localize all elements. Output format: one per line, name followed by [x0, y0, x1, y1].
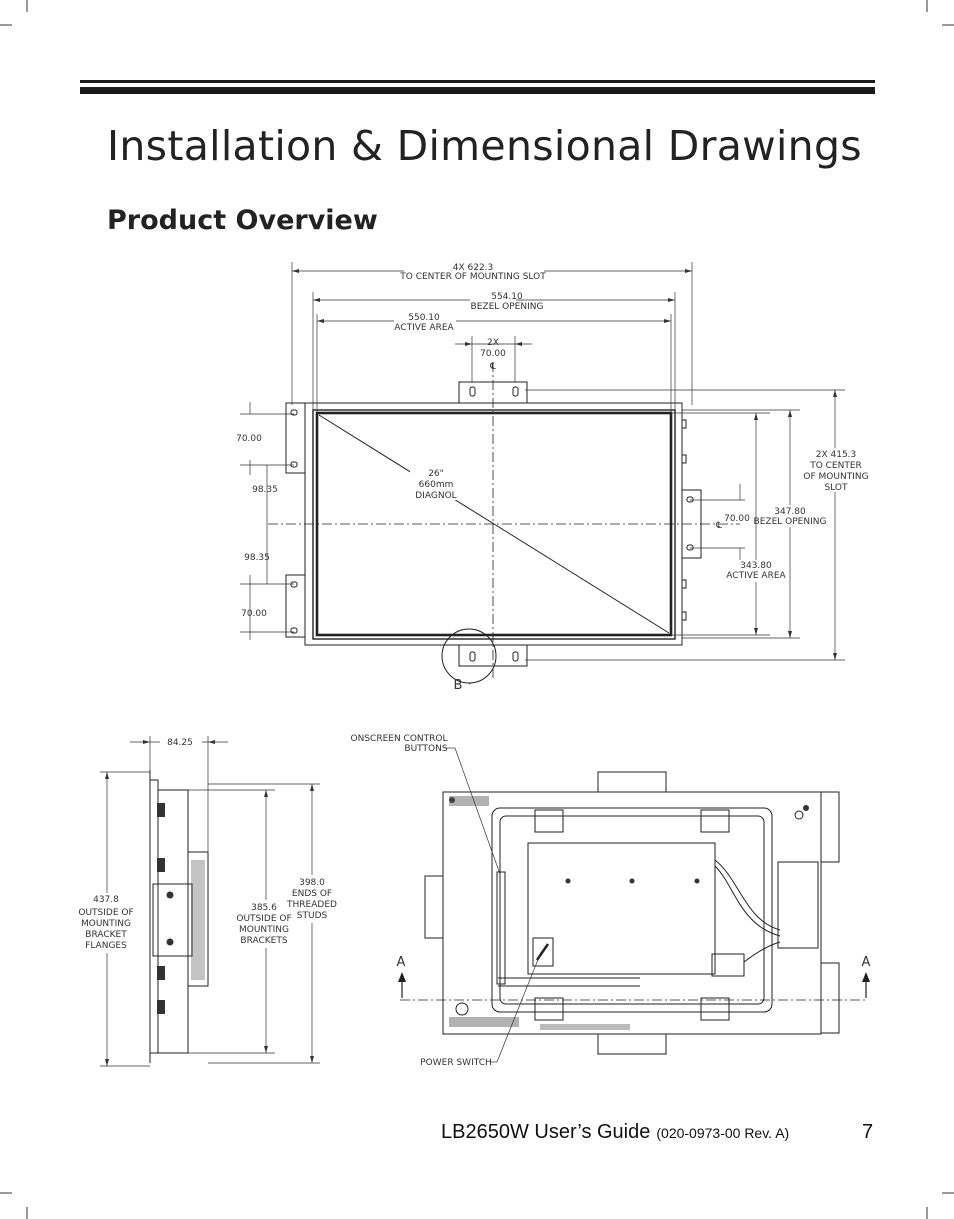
power-switch-label: POWER SWITCH — [420, 1058, 492, 1068]
dim-studs-line4: STUDS — [297, 911, 328, 921]
dim-mount-height-line2: TO CENTER — [809, 461, 862, 471]
dim-mount-height-line3: OF MOUNTING — [803, 472, 868, 482]
dim-bezel-height-label: BEZEL OPENING — [754, 517, 827, 527]
dim-slot-spacing-line2: 70.00 — [480, 349, 506, 359]
dim-bezel-width-label: BEZEL OPENING — [471, 302, 544, 312]
header-rule-thick — [80, 87, 875, 94]
osd-buttons-label-line2: BUTTONS — [404, 744, 447, 754]
section-subtitle: Product Overview — [107, 205, 378, 236]
centerline-symbol-top: ℄ — [489, 362, 496, 372]
dim-diagonal-line3: DIAGNOL — [415, 491, 456, 501]
dim-active-width-label: ACTIVE AREA — [394, 323, 454, 333]
footer-revision: (020-0973-00 Rev. A) — [656, 1125, 790, 1141]
section-label-left: A — [397, 955, 406, 970]
dim-left-98-upper: 98.35 — [252, 485, 278, 495]
dim-left-98-lower: 98.35 — [244, 553, 270, 563]
dim-active-height-label: ACTIVE AREA — [726, 571, 786, 581]
dim-brackets-line1: 385.6 — [251, 903, 277, 913]
dim-flanges-line5: FLANGES — [85, 941, 127, 951]
dim-right-70: 70.00 — [724, 514, 750, 524]
dim-studs-line1: 398.0 — [299, 878, 325, 888]
dim-mount-width-line1: 4X 622.3 — [453, 263, 494, 273]
dim-flanges-line3: MOUNTING — [81, 919, 131, 929]
dim-active-width-value: 550.10 — [408, 313, 440, 323]
dim-bezel-height-value: 347.80 — [774, 507, 806, 517]
dim-bezel-width-value: 554.10 — [491, 292, 523, 302]
dim-diagonal-line2: 660mm — [419, 480, 454, 490]
dim-mount-width-line2: TO CENTER OF MOUNTING SLOT — [399, 272, 546, 282]
osd-buttons-label-line1: ONSCREEN CONTROL — [351, 734, 448, 744]
dim-brackets-line4: BRACKETS — [240, 936, 287, 946]
dim-left-70-bottom: 70.00 — [241, 609, 267, 619]
dim-left-70-top: 70.00 — [236, 434, 262, 444]
footer-guide-name: LB2650W User’s Guide — [441, 1121, 651, 1143]
header-rule-thin — [80, 80, 875, 83]
dim-flanges-line1: 437.8 — [93, 895, 119, 905]
page-number: 7 — [862, 1121, 874, 1143]
dim-brackets-line2: OUTSIDE OF — [236, 914, 291, 924]
page-title: Installation & Dimensional Drawings — [107, 122, 862, 170]
detail-label-b: B — [454, 678, 463, 693]
footer-guide-title: LB2650W User’s Guide (020-0973-00 Rev. A) — [441, 1121, 789, 1144]
dim-depth: 84.25 — [167, 738, 193, 748]
dim-brackets-line3: MOUNTING — [239, 925, 289, 935]
dim-slot-spacing-line1: 2X — [487, 338, 499, 348]
dim-mount-height-line1: 2X 415.3 — [816, 450, 857, 460]
dim-studs-line3: THREADED — [286, 900, 337, 910]
dim-mount-height-line4: SLOT — [825, 483, 848, 493]
dim-flanges-line2: OUTSIDE OF — [78, 908, 133, 918]
dim-flanges-line4: BRACKET — [85, 930, 127, 940]
dim-studs-line2: ENDS OF — [292, 889, 332, 899]
dim-active-height-value: 343.80 — [740, 561, 772, 571]
dim-diagonal-line1: 26" — [428, 469, 444, 479]
centerline-symbol-right: ℄ — [715, 521, 722, 531]
section-label-right: A — [862, 955, 871, 970]
